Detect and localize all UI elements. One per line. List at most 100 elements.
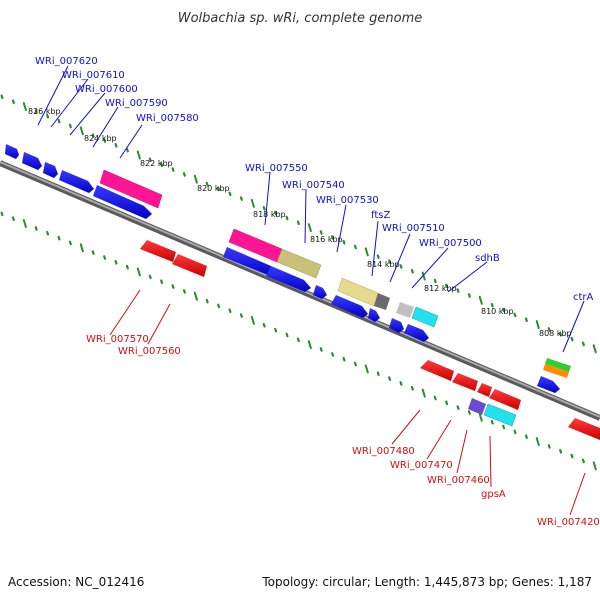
gene-arrow[interactable] <box>223 247 276 277</box>
scale-tick <box>535 437 540 447</box>
gene-block[interactable] <box>545 358 571 372</box>
gene-block[interactable] <box>374 293 390 310</box>
gene-block[interactable] <box>99 169 163 209</box>
kbp-label: 822 kbp <box>140 159 173 168</box>
scale-tick <box>114 260 118 265</box>
scale-tick <box>136 267 141 277</box>
scale-tick <box>91 133 95 138</box>
gene-label[interactable]: gpsA <box>481 489 506 500</box>
scale-tick <box>228 191 232 197</box>
gene-arrow[interactable] <box>172 254 207 277</box>
scale-tick <box>296 337 300 343</box>
scale-tick <box>114 143 118 148</box>
gene-arrow[interactable] <box>368 308 380 322</box>
kbp-label: 824 kbp <box>84 134 117 143</box>
scale-tick <box>331 235 335 240</box>
gene-label[interactable]: WRi_007470 <box>390 460 453 471</box>
scale-tick <box>535 320 540 330</box>
gene-arrow[interactable] <box>313 285 327 299</box>
gene-label[interactable]: sdhB <box>475 253 500 264</box>
scale-tick <box>433 395 437 401</box>
scale-tick <box>160 162 164 167</box>
gene-arrow[interactable] <box>266 266 311 292</box>
scale-tick <box>250 198 255 208</box>
gene-block[interactable] <box>483 403 517 427</box>
gene-label[interactable]: WRi_007610 <box>62 70 125 81</box>
scale-tick <box>547 327 551 332</box>
scale-tick <box>513 429 517 435</box>
scale-tick <box>581 458 585 464</box>
scale-tick <box>262 323 266 328</box>
forward-gene-labels: WRi_007620 WRi_007610 WRi_007600 WRi_007… <box>35 56 594 303</box>
gene-label[interactable]: WRi_007620 <box>35 56 98 67</box>
gene-label[interactable]: ftsZ <box>371 210 390 221</box>
scale-ticks <box>0 94 597 471</box>
gene-label[interactable]: WRi_007530 <box>316 195 379 206</box>
scale-tick <box>502 424 506 430</box>
scale-tick <box>307 340 312 350</box>
gene-block[interactable] <box>276 248 322 279</box>
gene-arrow[interactable] <box>140 240 176 262</box>
gene-arrow[interactable] <box>489 389 521 410</box>
gene-label[interactable]: WRi_007540 <box>282 180 345 191</box>
scale-tick <box>79 243 84 253</box>
gene-arrow[interactable] <box>389 318 404 333</box>
scale-tick <box>524 434 528 439</box>
gene-block[interactable] <box>468 398 486 415</box>
gene-arrow[interactable] <box>43 162 58 178</box>
scale-tick <box>478 412 483 422</box>
gene-arrow[interactable] <box>537 376 560 393</box>
gene-block[interactable] <box>396 302 414 318</box>
gene-arrow[interactable] <box>452 373 478 391</box>
kbp-label: 820 kbp <box>197 184 230 193</box>
gene-arrow[interactable] <box>93 185 152 219</box>
scale-tick <box>353 361 357 367</box>
gene-label[interactable]: WRi_007500 <box>419 238 482 249</box>
gene-arrow[interactable] <box>22 152 42 170</box>
gene-arrow[interactable] <box>59 170 94 193</box>
scale-tick <box>22 102 27 111</box>
gene-arrow[interactable] <box>477 383 492 397</box>
gene-label[interactable]: WRi_007510 <box>382 223 445 234</box>
gene-label[interactable]: WRi_007480 <box>352 446 415 457</box>
gene-label[interactable]: WRi_007420 <box>537 517 600 528</box>
scale-tick <box>239 196 243 201</box>
reverse-gene-labels: WRi_007570 WRi_007560 WRi_007480 WRi_007… <box>86 334 600 528</box>
scale-tick <box>68 240 72 246</box>
scale-tick <box>250 315 255 325</box>
gene-arrow[interactable] <box>404 324 429 342</box>
scale-tick <box>399 264 403 269</box>
reverse-genes <box>140 240 600 440</box>
scale-tick <box>0 211 4 217</box>
scale-tick <box>388 259 392 264</box>
scale-tick <box>307 223 312 233</box>
scale-tick <box>34 226 38 231</box>
gene-label[interactable]: WRi_007460 <box>427 475 490 486</box>
gene-arrow[interactable] <box>331 295 368 318</box>
scale-tick <box>217 303 221 309</box>
gene-label[interactable]: WRi_007580 <box>136 113 199 124</box>
kbp-label: 812 kbp <box>424 284 457 293</box>
gene-label[interactable]: WRi_007600 <box>75 84 138 95</box>
scale-tick <box>148 157 152 163</box>
gene-arrow[interactable] <box>420 360 454 381</box>
gene-label[interactable]: WRi_007570 <box>86 334 149 345</box>
gene-label[interactable]: WRi_007550 <box>245 163 308 174</box>
gene-label[interactable]: ctrA <box>573 292 594 303</box>
gene-block[interactable] <box>411 306 439 328</box>
gene-block[interactable] <box>543 364 569 378</box>
scale-tick <box>478 295 483 305</box>
scale-tick <box>57 118 61 124</box>
scale-tick <box>467 410 471 415</box>
scale-tick <box>11 216 15 221</box>
gene-label[interactable]: WRi_007590 <box>105 98 168 109</box>
gene-arrow[interactable] <box>5 144 19 159</box>
gene-label[interactable]: WRi_007560 <box>118 346 181 357</box>
scale-tick <box>342 356 346 362</box>
gene-arrow[interactable] <box>568 418 600 440</box>
scale-tick <box>342 239 346 245</box>
scale-tick <box>34 109 38 114</box>
scale-tick <box>285 332 289 338</box>
scale-tick <box>205 181 209 187</box>
